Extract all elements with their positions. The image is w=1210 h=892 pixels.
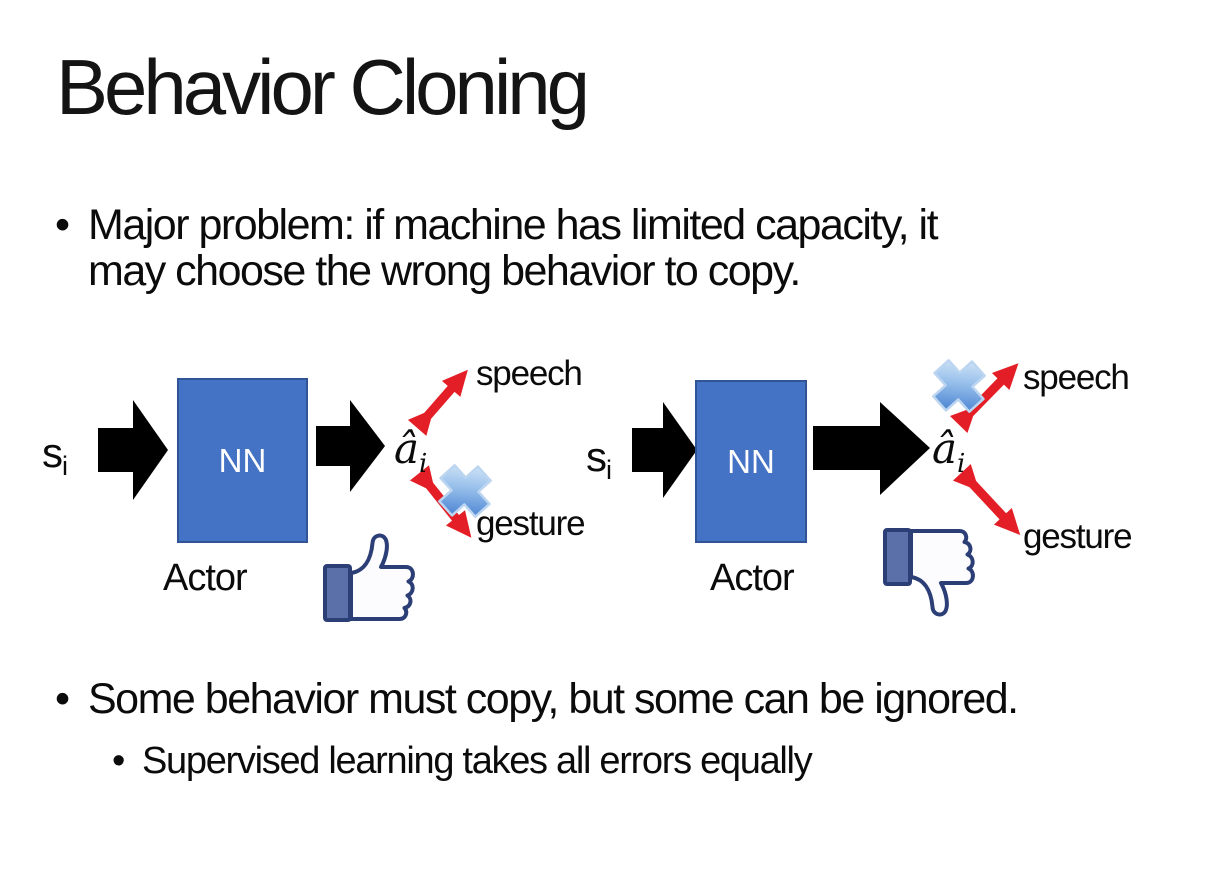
nn-box: NN (695, 380, 807, 543)
output-action-label: âi (394, 428, 427, 478)
actor-label: Actor (163, 557, 248, 599)
input-state-label: si (586, 433, 612, 484)
red-double-arrow-gesture-icon (952, 464, 1021, 535)
thumbs-down-icon (883, 528, 975, 617)
input-state-label: si (42, 429, 68, 480)
gesture-label: gesture (476, 504, 586, 543)
action-base: â (932, 424, 958, 473)
red-double-arrow-speech-icon (407, 369, 468, 436)
bullet-marker: • (55, 201, 70, 249)
action-subscript: i (957, 449, 966, 479)
nn-label: NN (727, 442, 775, 480)
black-arrow-icon (632, 402, 697, 498)
state-base: s (42, 429, 63, 476)
bullet-line-2: may choose the wrong behavior to copy. (88, 247, 801, 295)
action-base: â (394, 424, 420, 473)
state-base: s (586, 433, 607, 480)
bullet-major-problem: • Major problem: if machine has limited … (55, 201, 939, 295)
black-arrow-icon (316, 400, 385, 492)
bullet-marker: • (112, 740, 125, 782)
speech-label: speech (1023, 358, 1130, 397)
cross-icon (932, 359, 986, 413)
state-subscript: i (62, 451, 68, 481)
bullet-some-behavior: • Some behavior must copy, but some can … (55, 675, 1019, 723)
black-arrow-icon (98, 400, 168, 500)
action-subscript: i (419, 449, 428, 479)
state-subscript: i (606, 455, 612, 485)
speech-label: speech (476, 354, 583, 393)
slide-title: Behavior Cloning (56, 43, 590, 131)
bullet-text: Major problem: if machine has limited ca… (88, 201, 939, 295)
nn-box: NN (177, 378, 308, 543)
bullet-marker: • (55, 675, 70, 723)
nn-label: NN (218, 441, 267, 479)
black-arrow-icon (813, 402, 930, 495)
bullet-text: Some behavior must copy, but some can be… (88, 675, 1019, 723)
output-action-label: âi (932, 428, 965, 478)
actor-label: Actor (710, 557, 795, 599)
gesture-label: gesture (1023, 517, 1133, 556)
subbullet-supervised-learning: • Supervised learning takes all errors e… (112, 740, 813, 782)
bullet-line-1: Major problem: if machine has limited ca… (88, 201, 939, 249)
cross-icon (438, 464, 492, 518)
thumbs-up-icon (323, 533, 415, 622)
bullet-text: Supervised learning takes all errors equ… (142, 740, 813, 782)
